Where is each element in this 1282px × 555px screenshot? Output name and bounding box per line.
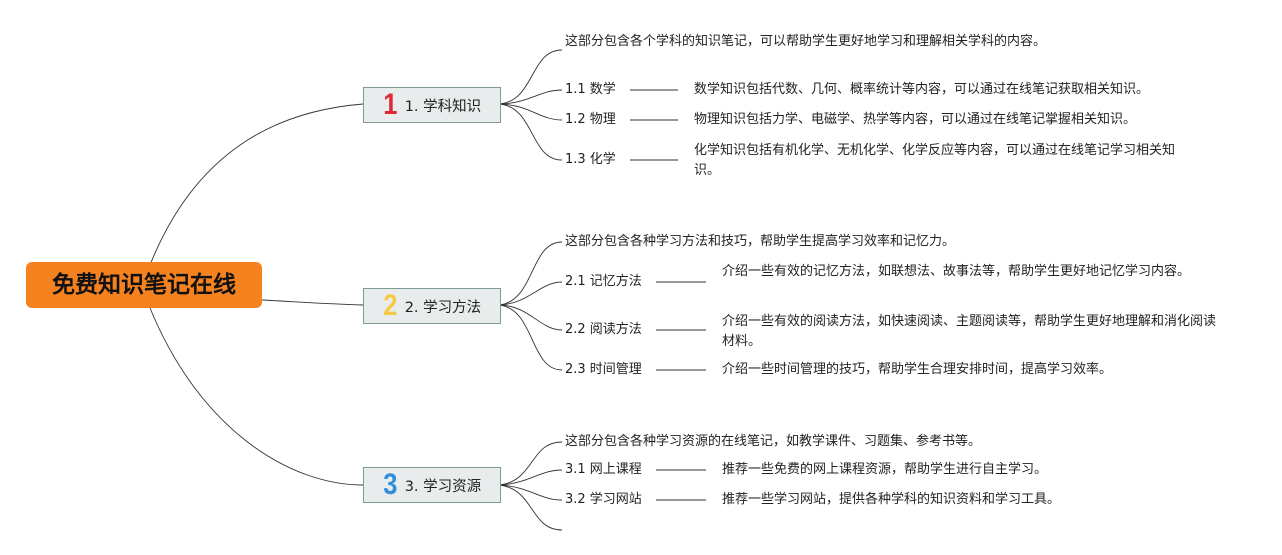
item-1-3[interactable]: 1.3 化学 [565,152,616,167]
item-2-2[interactable]: 2.2 阅读方法 [565,322,642,337]
item-desc-1-1: 数学知识包括代数、几何、概率统计等内容，可以通过在线笔记获取相关知识。 [694,82,1150,97]
item-desc-1-3: 化学知识包括有机化学、无机化学、化学反应等内容，可以通过在线笔记学习相关知识。 [694,143,1176,178]
item-desc-2-3: 介绍一些时间管理的技巧，帮助学生合理安排时间，提高学习效率。 [722,362,1113,377]
item-desc-3-2: 推荐一些学习网站，提供各种学科的知识资料和学习工具。 [722,492,1061,507]
branch-label: 2. 学习方法 [404,299,482,316]
number-1-icon: 1 [383,88,398,121]
item-3-2[interactable]: 3.2 学习网站 [565,492,642,507]
item-1-1[interactable]: 1.1 数学 [565,82,616,97]
branch-intro-2: 这部分包含各种学习方法和技巧，帮助学生提高学习效率和记忆力。 [565,234,956,249]
branch-node-1[interactable]: 1 1. 学科知识 [363,87,501,123]
item-1-2[interactable]: 1.2 物理 [565,112,616,127]
item-2-3[interactable]: 2.3 时间管理 [565,362,642,377]
item-desc-2-1: 介绍一些有效的记忆方法，如联想法、故事法等，帮助学生更好地记忆学习内容。 [722,264,1191,279]
item-2-1[interactable]: 2.1 记忆方法 [565,274,642,289]
branch-intro-3: 这部分包含各种学习资源的在线笔记，如教学课件、习题集、参考书等。 [565,434,982,449]
root-node[interactable]: 免费知识笔记在线 [26,262,262,308]
item-desc-2-2: 介绍一些有效的阅读方法，如快速阅读、主题阅读等，帮助学生更好地理解和消化阅读材料… [722,314,1217,349]
branch-label: 1. 学科知识 [404,98,482,115]
item-3-1[interactable]: 3.1 网上课程 [565,462,642,477]
branch-intro-1: 这部分包含各个学科的知识笔记，可以帮助学生更好地学习和理解相关学科的内容。 [565,34,1047,49]
number-2-icon: 2 [383,289,398,322]
branch-node-3[interactable]: 3 3. 学习资源 [363,467,501,503]
number-3-icon: 3 [383,468,398,501]
branch-label: 3. 学习资源 [404,478,482,495]
branch-node-2[interactable]: 2 2. 学习方法 [363,288,501,324]
item-desc-1-2: 物理知识包括力学、电磁学、热学等内容，可以通过在线笔记掌握相关知识。 [694,112,1137,127]
item-desc-3-1: 推荐一些免费的网上课程资源，帮助学生进行自主学习。 [722,462,1048,477]
